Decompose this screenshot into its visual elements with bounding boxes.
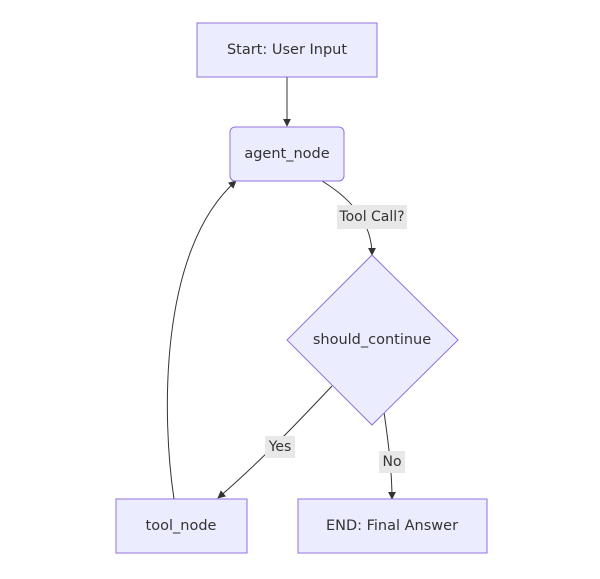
node-end: END: Final Answer [297, 498, 488, 554]
edge-label-yes-text: Yes [268, 439, 292, 455]
edge-label-no: No [379, 451, 405, 473]
node-agent: agent_node [229, 126, 345, 182]
edge-tool-to-agent [166, 180, 237, 500]
edge-labels: Tool Call? Yes No [265, 205, 407, 473]
node-end-label: END: Final Answer [326, 518, 458, 534]
edge-label-no-text: No [382, 454, 401, 470]
edge-label-tool-call: Tool Call? [337, 205, 407, 229]
edge-label-tool-call-text: Tool Call? [338, 209, 404, 225]
node-decision: should_continue [286, 254, 459, 426]
node-start: Start: User Input [196, 22, 378, 78]
edge-label-yes: Yes [265, 436, 295, 458]
node-start-label: Start: User Input [227, 42, 347, 58]
node-agent-label: agent_node [244, 146, 329, 162]
node-tool-label: tool_node [146, 518, 217, 534]
node-tool: tool_node [115, 498, 248, 554]
node-decision-label: should_continue [313, 332, 431, 348]
